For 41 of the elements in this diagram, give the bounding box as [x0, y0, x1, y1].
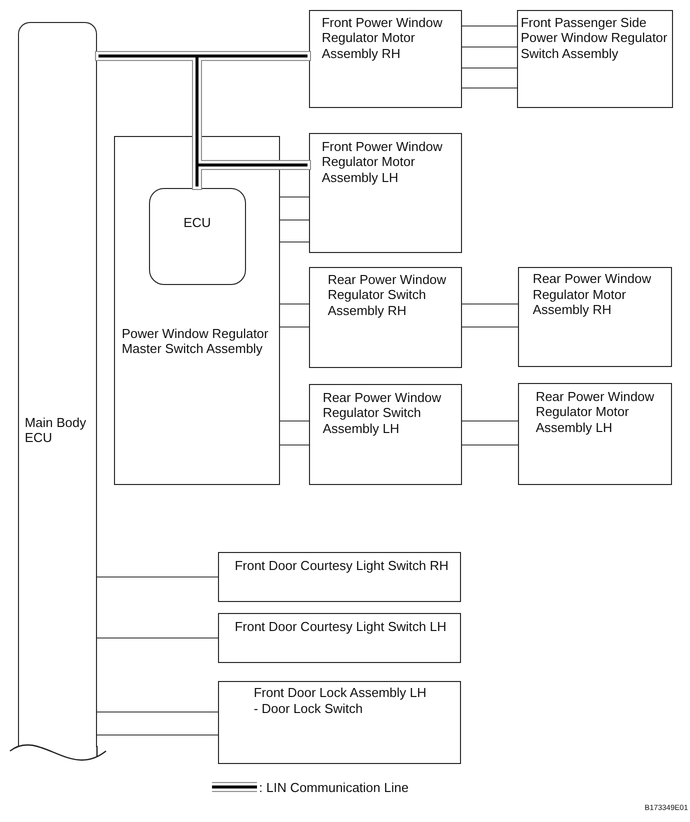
module-box — [114, 136, 280, 485]
module-label: Rear Power Window Regulator Motor Assembly LH — [536, 388, 656, 436]
module-label: Front Passenger Side Power Window Regulator Switch Assembly — [520, 14, 668, 62]
module-label: Front Power Window Regulator Motor Assembly LH — [322, 138, 444, 186]
lin-communication-line — [192, 165, 202, 190]
module-label: Power Window Regulator Master Switch Assembly — [122, 326, 270, 357]
lin-communication-line — [95, 51, 197, 61]
legend-label: : LIN Communication Line — [259, 780, 409, 795]
module-box — [518, 267, 672, 367]
module-box — [309, 267, 462, 368]
module-box — [309, 384, 462, 485]
module-box — [218, 552, 461, 602]
wire-line — [462, 420, 518, 422]
module-box — [517, 10, 673, 108]
module-label: Front Power Window Regulator Motor Assembly RH — [322, 14, 444, 62]
module-label: Front Door Courtesy Light Switch RH — [234, 558, 449, 574]
module-sublabel: - Door Lock Switch — [254, 700, 363, 716]
module-label: ECU — [183, 215, 211, 231]
module-label: Front Door Lock Assembly LH — [254, 684, 426, 700]
module-box — [518, 383, 672, 485]
module-label: Rear Power Window Regulator Switch Assembly RH — [328, 272, 448, 318]
module-label: Rear Power Window Regulator Switch Assembly LH — [322, 390, 442, 436]
wire-line — [96, 576, 218, 578]
module-label: Rear Power Window Regulator Motor Assembly RH — [532, 271, 652, 318]
wire-line — [280, 444, 310, 446]
wire-line — [280, 326, 310, 328]
rounded-module-box — [148, 188, 246, 285]
wire-line — [280, 196, 310, 198]
wire-line — [462, 46, 518, 48]
module-box — [218, 681, 461, 764]
wire-line — [280, 420, 310, 422]
module-label: Front Door Courtesy Light Switch LH — [234, 618, 446, 634]
module-label: Main Body ECU — [24, 414, 88, 446]
lin-communication-line — [197, 51, 311, 61]
module-box — [218, 613, 461, 663]
module-box — [309, 10, 462, 108]
wire-line — [462, 444, 518, 446]
wire-line — [96, 734, 218, 736]
wire-line — [462, 326, 518, 328]
module-column — [18, 22, 97, 746]
module-box — [309, 133, 462, 253]
